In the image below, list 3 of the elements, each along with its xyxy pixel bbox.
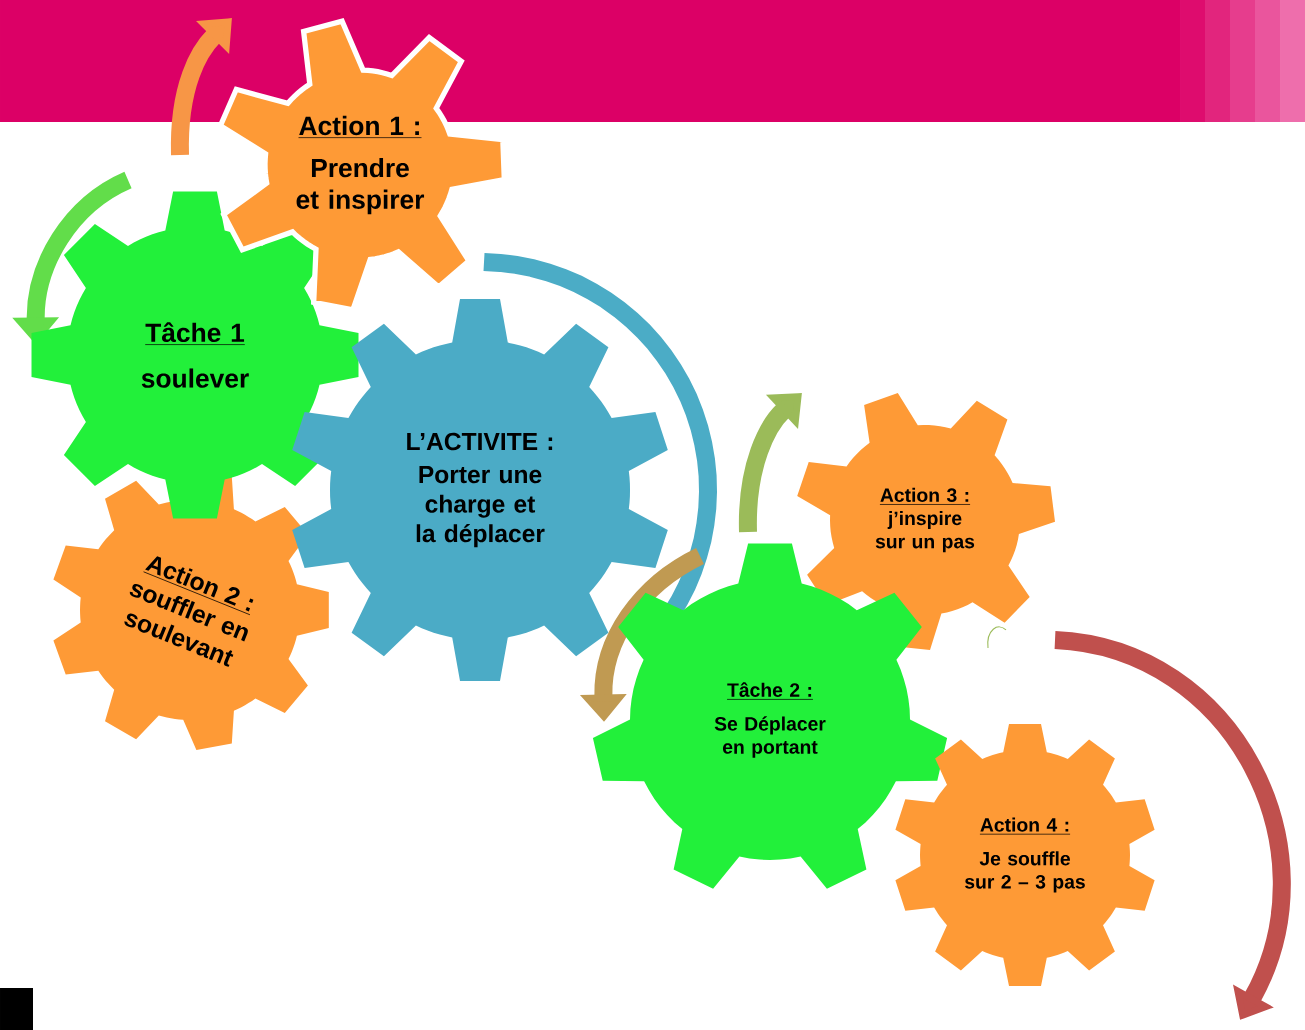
gear: Action 4 : Je souffle sur 2 – 3 pas	[895, 724, 1155, 986]
gear: L’ACTIVITE : Porter une charge et la déplacer	[292, 299, 668, 681]
gear: Action 3 : j’inspire sur un pas	[797, 392, 1055, 650]
